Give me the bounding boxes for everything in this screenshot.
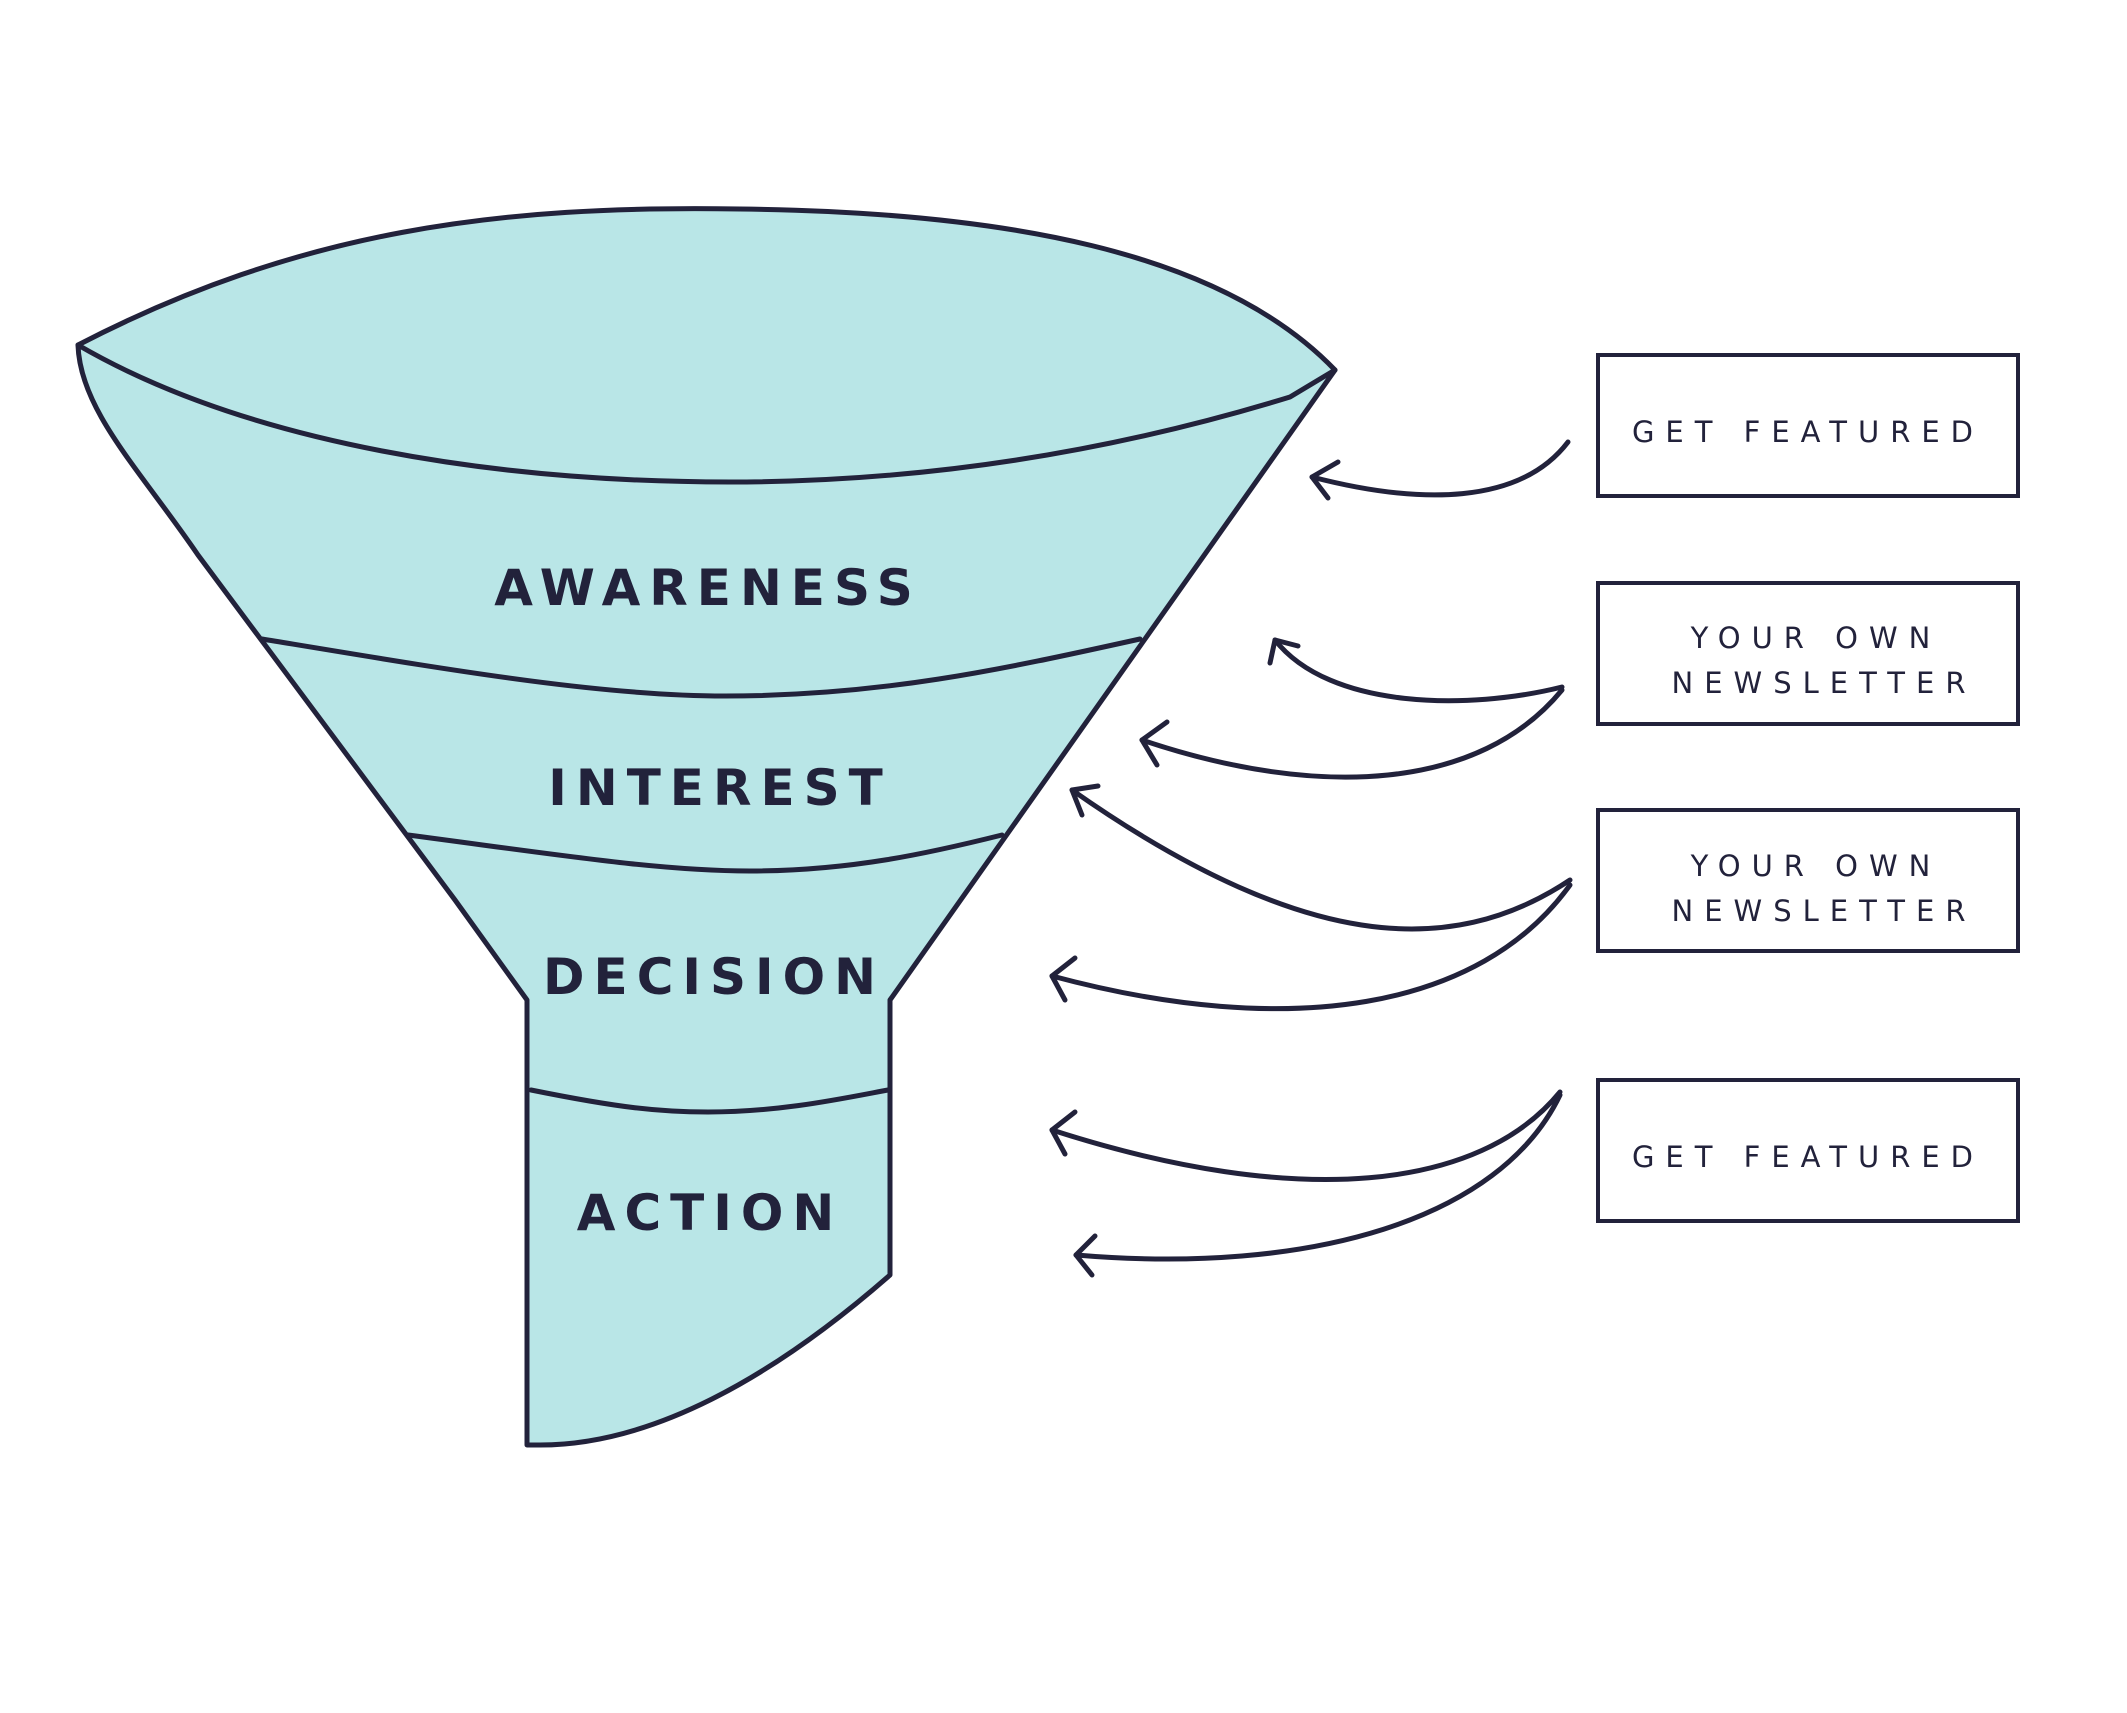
stage-label-awareness: AWARENESS xyxy=(494,559,921,617)
stage-label-decision: DECISION xyxy=(543,948,885,1006)
channel-label-line-1: YOUR OWN xyxy=(1690,621,1942,655)
funnel-body xyxy=(75,206,1338,1448)
arrow-curve xyxy=(1139,687,1565,780)
stage-label-action: ACTION xyxy=(577,1184,843,1242)
divider-interest-decision xyxy=(405,832,1005,874)
stage-label-interest: INTEREST xyxy=(548,759,891,817)
channel-box-1: GET FEATURED xyxy=(1596,353,2020,498)
channel-box-frame xyxy=(1596,581,2020,726)
stage-labels: AWARENESS INTEREST DECISION ACTION xyxy=(494,559,921,1242)
arrow-head-icon xyxy=(1069,783,1101,818)
arrow-curve xyxy=(1309,439,1571,498)
channel-label-line-2: NEWSLETTER xyxy=(1672,894,1977,928)
funnel xyxy=(75,206,1338,1448)
channel-label-line-2: NEWSLETTER xyxy=(1672,666,1977,700)
arrow-curve xyxy=(1069,787,1573,932)
divider-awareness-interest xyxy=(259,636,1143,699)
channel-box-frame xyxy=(1596,353,2020,498)
arrow-head-icon xyxy=(1073,1233,1098,1278)
channel-label: GET FEATURED xyxy=(1632,1140,1984,1174)
channel-box-frame xyxy=(1596,808,2020,953)
arrow-curve xyxy=(1049,882,1573,1012)
arrow-curve xyxy=(1272,637,1565,704)
arrow-head-icon xyxy=(1049,1109,1078,1157)
channel-box-3: YOUR OWN NEWSLETTER xyxy=(1596,808,2020,953)
arrow-head-icon xyxy=(1309,459,1341,501)
channel-box-2: YOUR OWN NEWSLETTER xyxy=(1596,581,2020,726)
arrow-head-icon xyxy=(1139,719,1170,768)
funnel-rim xyxy=(75,342,1338,485)
divider-decision-action xyxy=(528,1087,891,1115)
arrow-curve xyxy=(1073,1092,1563,1262)
channel-box-frame xyxy=(1596,1078,2020,1223)
channel-box-4: GET FEATURED xyxy=(1596,1078,2020,1223)
arrow-curve xyxy=(1049,1089,1563,1183)
arrows xyxy=(1049,439,1573,1278)
arrow-head-icon xyxy=(1267,637,1301,666)
arrow-head-icon xyxy=(1049,955,1078,1003)
channel-label-line-1: YOUR OWN xyxy=(1690,849,1942,883)
channel-label: GET FEATURED xyxy=(1632,415,1984,449)
